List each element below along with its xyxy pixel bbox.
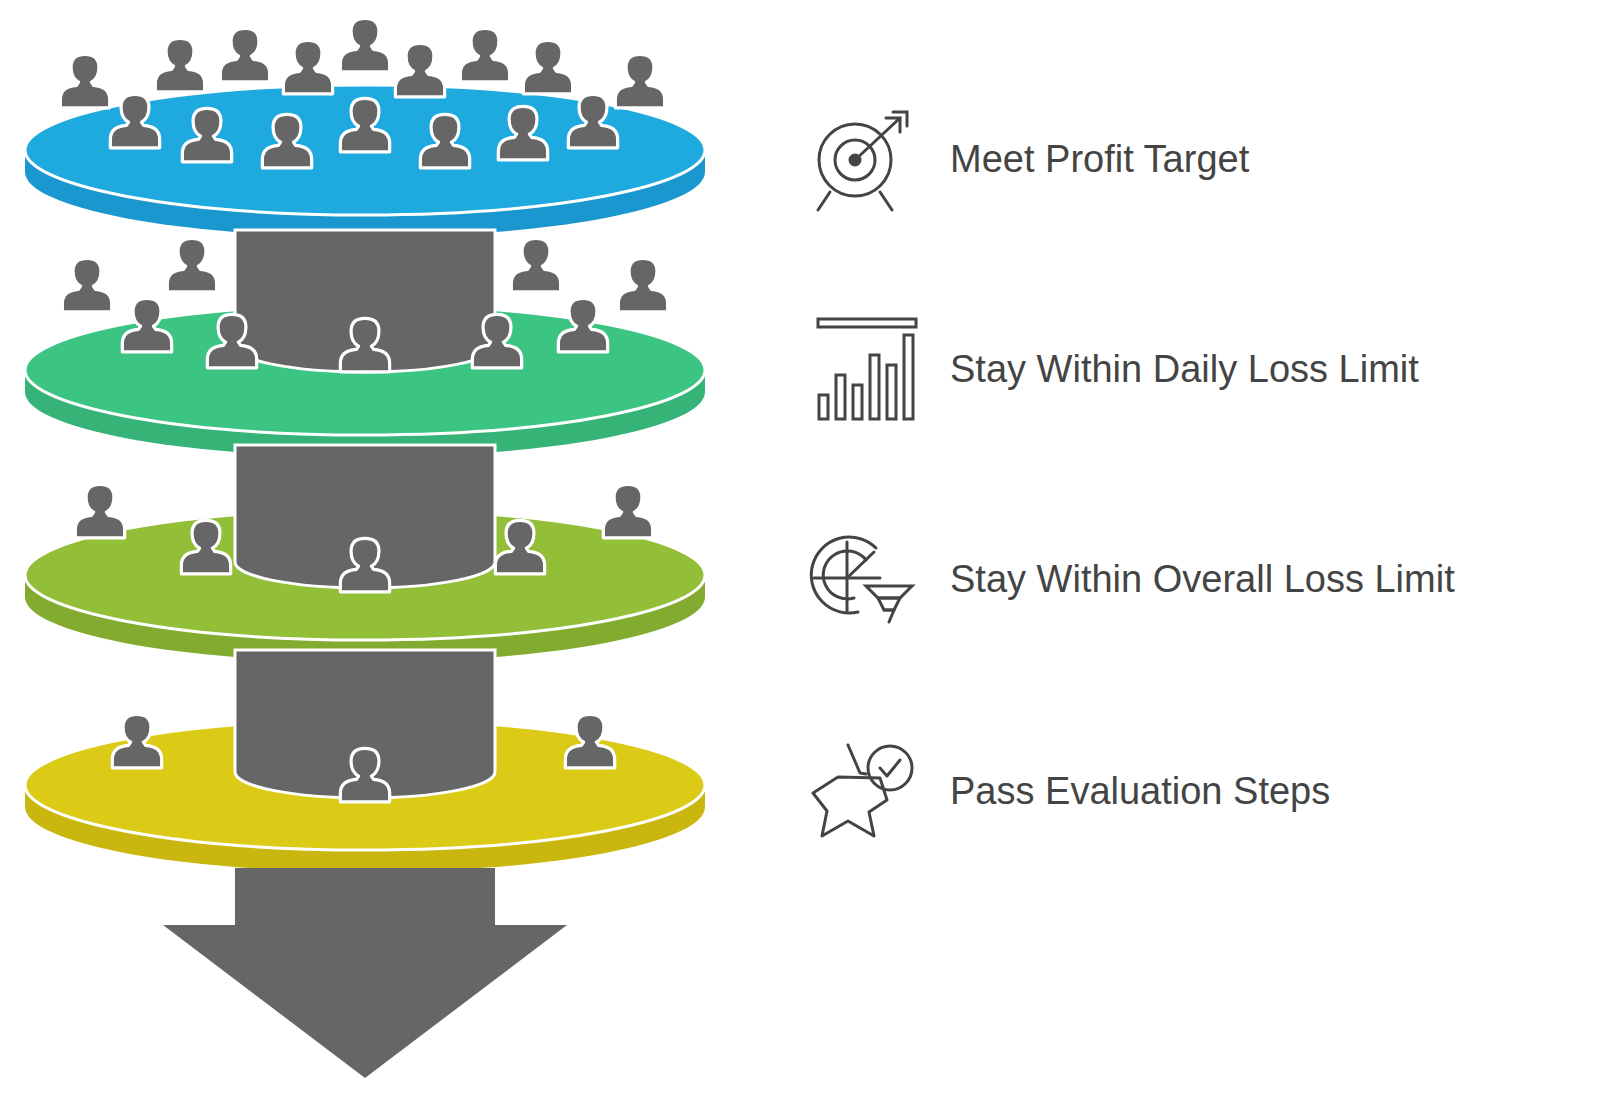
person-icon: [167, 238, 216, 292]
person-icon: [495, 520, 544, 574]
person-icon: [75, 484, 124, 538]
step-label: Stay Within Daily Loss Limit: [950, 347, 1419, 393]
person-icon: [207, 314, 256, 368]
person-icon: [523, 40, 572, 94]
down-arrow: [163, 868, 567, 1078]
person-icon: [283, 40, 332, 94]
person-icon: [460, 28, 509, 82]
person-icon: [511, 238, 560, 292]
person-icon: [340, 98, 389, 152]
person-icon: [122, 298, 171, 352]
person-icon: [155, 38, 204, 92]
person-icon: [498, 106, 547, 160]
person-icon: [558, 298, 607, 352]
target-icon: [818, 112, 907, 210]
person-icon: [340, 18, 389, 72]
person-icon: [182, 108, 231, 162]
person-icon: [420, 114, 469, 168]
person-icon: [603, 484, 652, 538]
person-icon: [340, 748, 389, 802]
person-icon: [472, 314, 521, 368]
disc-level-2: [25, 305, 705, 457]
person-icon: [220, 28, 269, 82]
person-icon: [62, 258, 111, 312]
person-icon: [60, 54, 109, 108]
disc-level-1: [25, 85, 705, 237]
step-label: Stay Within Overall Loss Limit: [950, 557, 1455, 603]
person-icon: [340, 318, 389, 372]
person-icon: [395, 43, 444, 97]
person-icon: [618, 258, 667, 312]
person-icon: [181, 520, 230, 574]
person-icon: [565, 714, 614, 768]
star-check-icon: [813, 745, 912, 836]
radar-funnel-icon: [811, 537, 912, 622]
person-icon: [112, 714, 161, 768]
funnel-column: [235, 230, 495, 372]
person-icon: [340, 538, 389, 592]
step-label: Meet Profit Target: [950, 137, 1249, 183]
person-icon: [262, 114, 311, 168]
bar-chart-icon: [818, 319, 916, 419]
step-label: Pass Evaluation Steps: [950, 769, 1330, 815]
person-icon: [568, 94, 617, 148]
person-icon: [615, 54, 664, 108]
person-icon: [110, 94, 159, 148]
people-icons: [60, 18, 667, 802]
